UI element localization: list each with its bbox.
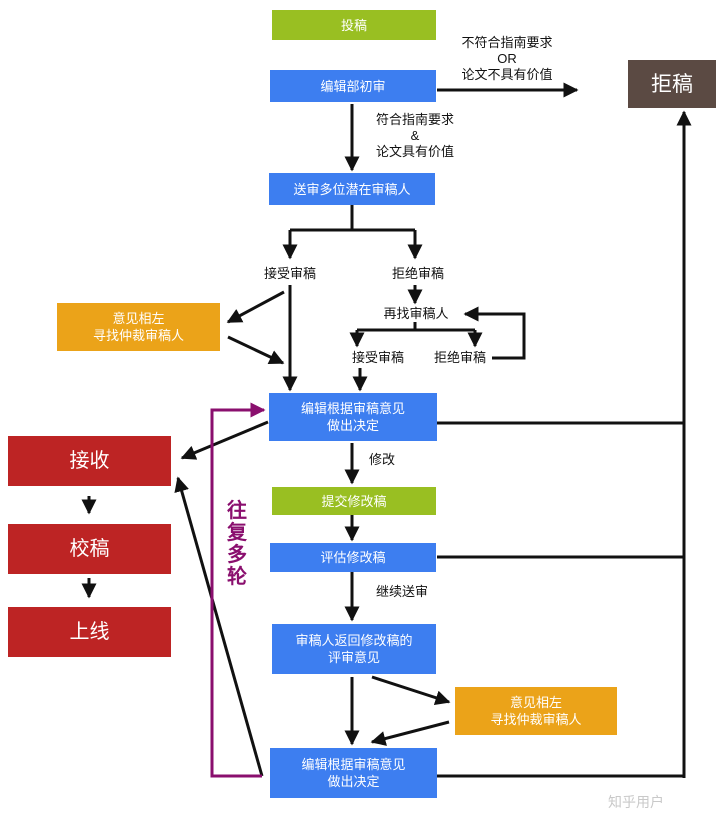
- watermark: 知乎用户: [608, 794, 664, 810]
- divergent-opinion-node-1: 意见相左 寻找仲裁审稿人: [57, 303, 220, 351]
- meet-label: 符合指南要求 & 论文具有价值: [375, 112, 454, 159]
- decline-review-label: 拒绝审稿: [391, 266, 444, 281]
- reject-node: 拒稿: [628, 60, 716, 108]
- not-meet-label: 不符合指南要求 OR 论文不具有价值: [461, 35, 553, 82]
- find-reviewer-again-label: 再找审稿人: [383, 306, 449, 321]
- accept-review-label: 接受审稿: [263, 266, 316, 281]
- editor-decision-node-1: 编辑根据审稿意见 做出决定: [269, 393, 437, 441]
- divergent-opinion-node-2: 意见相左 寻找仲裁审稿人: [455, 687, 617, 735]
- proofread-node: 校稿: [8, 524, 171, 574]
- accept-review-label-2: 接受审稿: [351, 350, 404, 365]
- send-review-node: 送审多位潜在审稿人: [269, 173, 435, 205]
- reviewer-return-node: 审稿人返回修改稿的 评审意见: [272, 624, 436, 674]
- accept-node: 接收: [8, 436, 171, 486]
- submit-revision-node: 提交修改稿: [272, 487, 436, 515]
- editor-decision-node-2: 编辑根据审稿意见 做出决定: [270, 748, 437, 798]
- continue-review-label: 继续送审: [375, 584, 428, 599]
- decline-review-label-2: 拒绝审稿: [433, 350, 486, 365]
- submit-node: 投稿: [272, 10, 436, 40]
- revise-label: 修改: [368, 452, 395, 467]
- multiple-rounds-label: 往复多轮: [227, 500, 247, 588]
- evaluate-revision-node: 评估修改稿: [270, 543, 436, 572]
- initial-review-node: 编辑部初审: [270, 70, 436, 102]
- online-node: 上线: [8, 607, 171, 657]
